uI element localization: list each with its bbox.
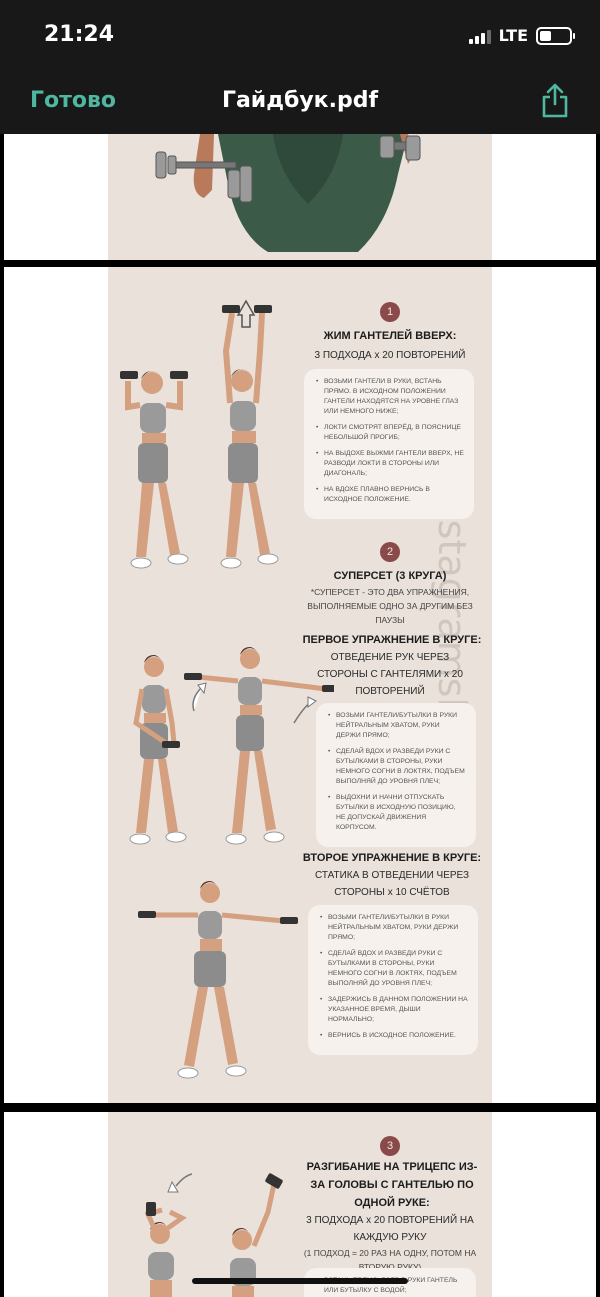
superset-note: *СУПЕРСЕТ - ЭТО ДВА УПРАЖНЕНИЯ, ВЫПОЛНЯЕ… [307,587,473,625]
document-title: Гайдбук.pdf [221,88,379,113]
static-hold-illustration [138,881,298,1079]
exercise-1-sets: 3 ПОДХОДА х 20 ПОВТОРЕНИЙ [314,350,466,361]
tip-item: ВЫДОХНИ И НАЧНИ ОТПУСКАТЬ БУТЫЛКИ В ИСХО… [328,793,466,833]
pdf-page-1[interactable] [4,134,596,260]
status-time: 21:24 [44,22,115,47]
tip-item: ВОЗЬМИ ГАНТЕЛИ В РУКИ, ВСТАНЬ ПРЯМО. В И… [316,377,464,417]
tip-item: СДЕЛАЙ ВДОХ И РАЗВЕДИ РУКИ С БУТЫЛКАМИ В… [320,949,468,989]
share-icon[interactable] [540,82,570,118]
exercise-1-title: ЖИМ ГАНТЕЛЕЙ ВВЕРХ: [323,330,457,342]
status-indicators: LTE [468,26,575,45]
network-label: LTE [498,26,528,45]
second-exercise-tips-card: ВОЗЬМИ ГАНТЕЛИ/БУТЫЛКИ В РУКИ НЕЙТРАЛЬНЫ… [308,905,478,1055]
page-illustration-bg [108,134,492,260]
woman-with-dumbbells-illustration [155,134,421,252]
tip-item: ВОЗЬМИ ГАНТЕЛИ/БУТЫЛКИ В РУКИ НЕЙТРАЛЬНЫ… [328,711,466,741]
exercise-3-title: РАЗГИБАНИЕ НА ТРИЦЕПС ИЗ-ЗА ГОЛОВЫ С ГАН… [306,1161,478,1209]
home-indicator[interactable] [192,1278,408,1284]
first-exercise-tips-card: ВОЗЬМИ ГАНТЕЛИ/БУТЫЛКИ В РУКИ НЕЙТРАЛЬНЫ… [316,703,476,847]
first-exercise-title: ПЕРВОЕ УПРАЖНЕНИЕ В КРУГЕ: [302,634,482,646]
battery-icon [536,26,575,45]
second-exercise-desc: СТАТИКА В ОТВЕДЕНИИ ЧЕРЕЗ СТОРОНЫ х 10 С… [314,870,470,898]
pdf-page-2[interactable]: @instagramslivi 1 ЖИМ ГАНТЕЛЕЙ ВВЕРХ: 3 … [4,267,596,1103]
first-exercise-desc: ОТВЕДЕНИЕ РУК ЧЕРЕЗ СТОРОНЫ С ГАНТЕЛЯМИ … [317,652,463,697]
tip-item: ЗАДЕРЖИСЬ В ДАННОМ ПОЛОЖЕНИИ НА УКАЗАННО… [320,995,468,1025]
done-button[interactable]: Готово [30,88,117,113]
exercise-number-badge: 3 [380,1136,400,1156]
pdf-page-3[interactable]: 3 РАЗГИБАНИЕ НА ТРИЦЕПС ИЗ-ЗА ГОЛОВЫ С Г… [4,1112,596,1297]
tip-item: ВОЗЬМИ ГАНТЕЛИ/БУТЫЛКИ В РУКИ НЕЙТРАЛЬНЫ… [320,913,468,943]
lateral-raise-illustration [129,647,334,845]
signal-icon [468,28,491,44]
exercise-3-note: (1 ПОДХОД = 20 РАЗ НА ОДНУ, ПОТОМ НА ВТО… [303,1248,477,1272]
tip-item: ВЕРНИСЬ В ИСХОДНОЕ ПОЛОЖЕНИЕ. [320,1031,468,1041]
tip-item: НА ВЫДОХЕ ВЫЖМИ ГАНТЕЛИ ВВЕРХ, НЕ РАЗВОД… [316,449,464,479]
shoulder-press-illustration [120,299,279,569]
exercise-3-sets: 3 ПОДХОДА х 20 ПОВТОРЕНИЙ НА КАЖДУЮ РУКУ [306,1215,474,1243]
second-exercise-title: ВТОРОЕ УПРАЖНЕНИЕ В КРУГЕ: [302,852,482,864]
exercise-number-badge: 1 [380,302,400,322]
tip-item: ЛОКТИ СМОТРЯТ ВПЕРЁД, В ПОЯСНИЦЕ НЕБОЛЬШ… [316,423,464,443]
exercise-2-title: СУПЕРСЕТ (3 КРУГА) [333,570,447,582]
triceps-extension-illustration [144,1173,283,1297]
tip-item: СДЕЛАЙ ВДОХ И РАЗВЕДИ РУКИ С БУТЫЛКАМИ В… [328,747,466,787]
exercise-1-tips-card: ВОЗЬМИ ГАНТЕЛИ В РУКИ, ВСТАНЬ ПРЯМО. В И… [304,369,474,519]
exercise-number-badge: 2 [380,542,400,562]
tip-item: НА ВДОХЕ ПЛАВНО ВЕРНИСЬ В ИСХОДНОЕ ПОЛОЖ… [316,485,464,505]
top-bar: 21:24 LTE Готово Гайдбук.pdf [0,0,600,134]
